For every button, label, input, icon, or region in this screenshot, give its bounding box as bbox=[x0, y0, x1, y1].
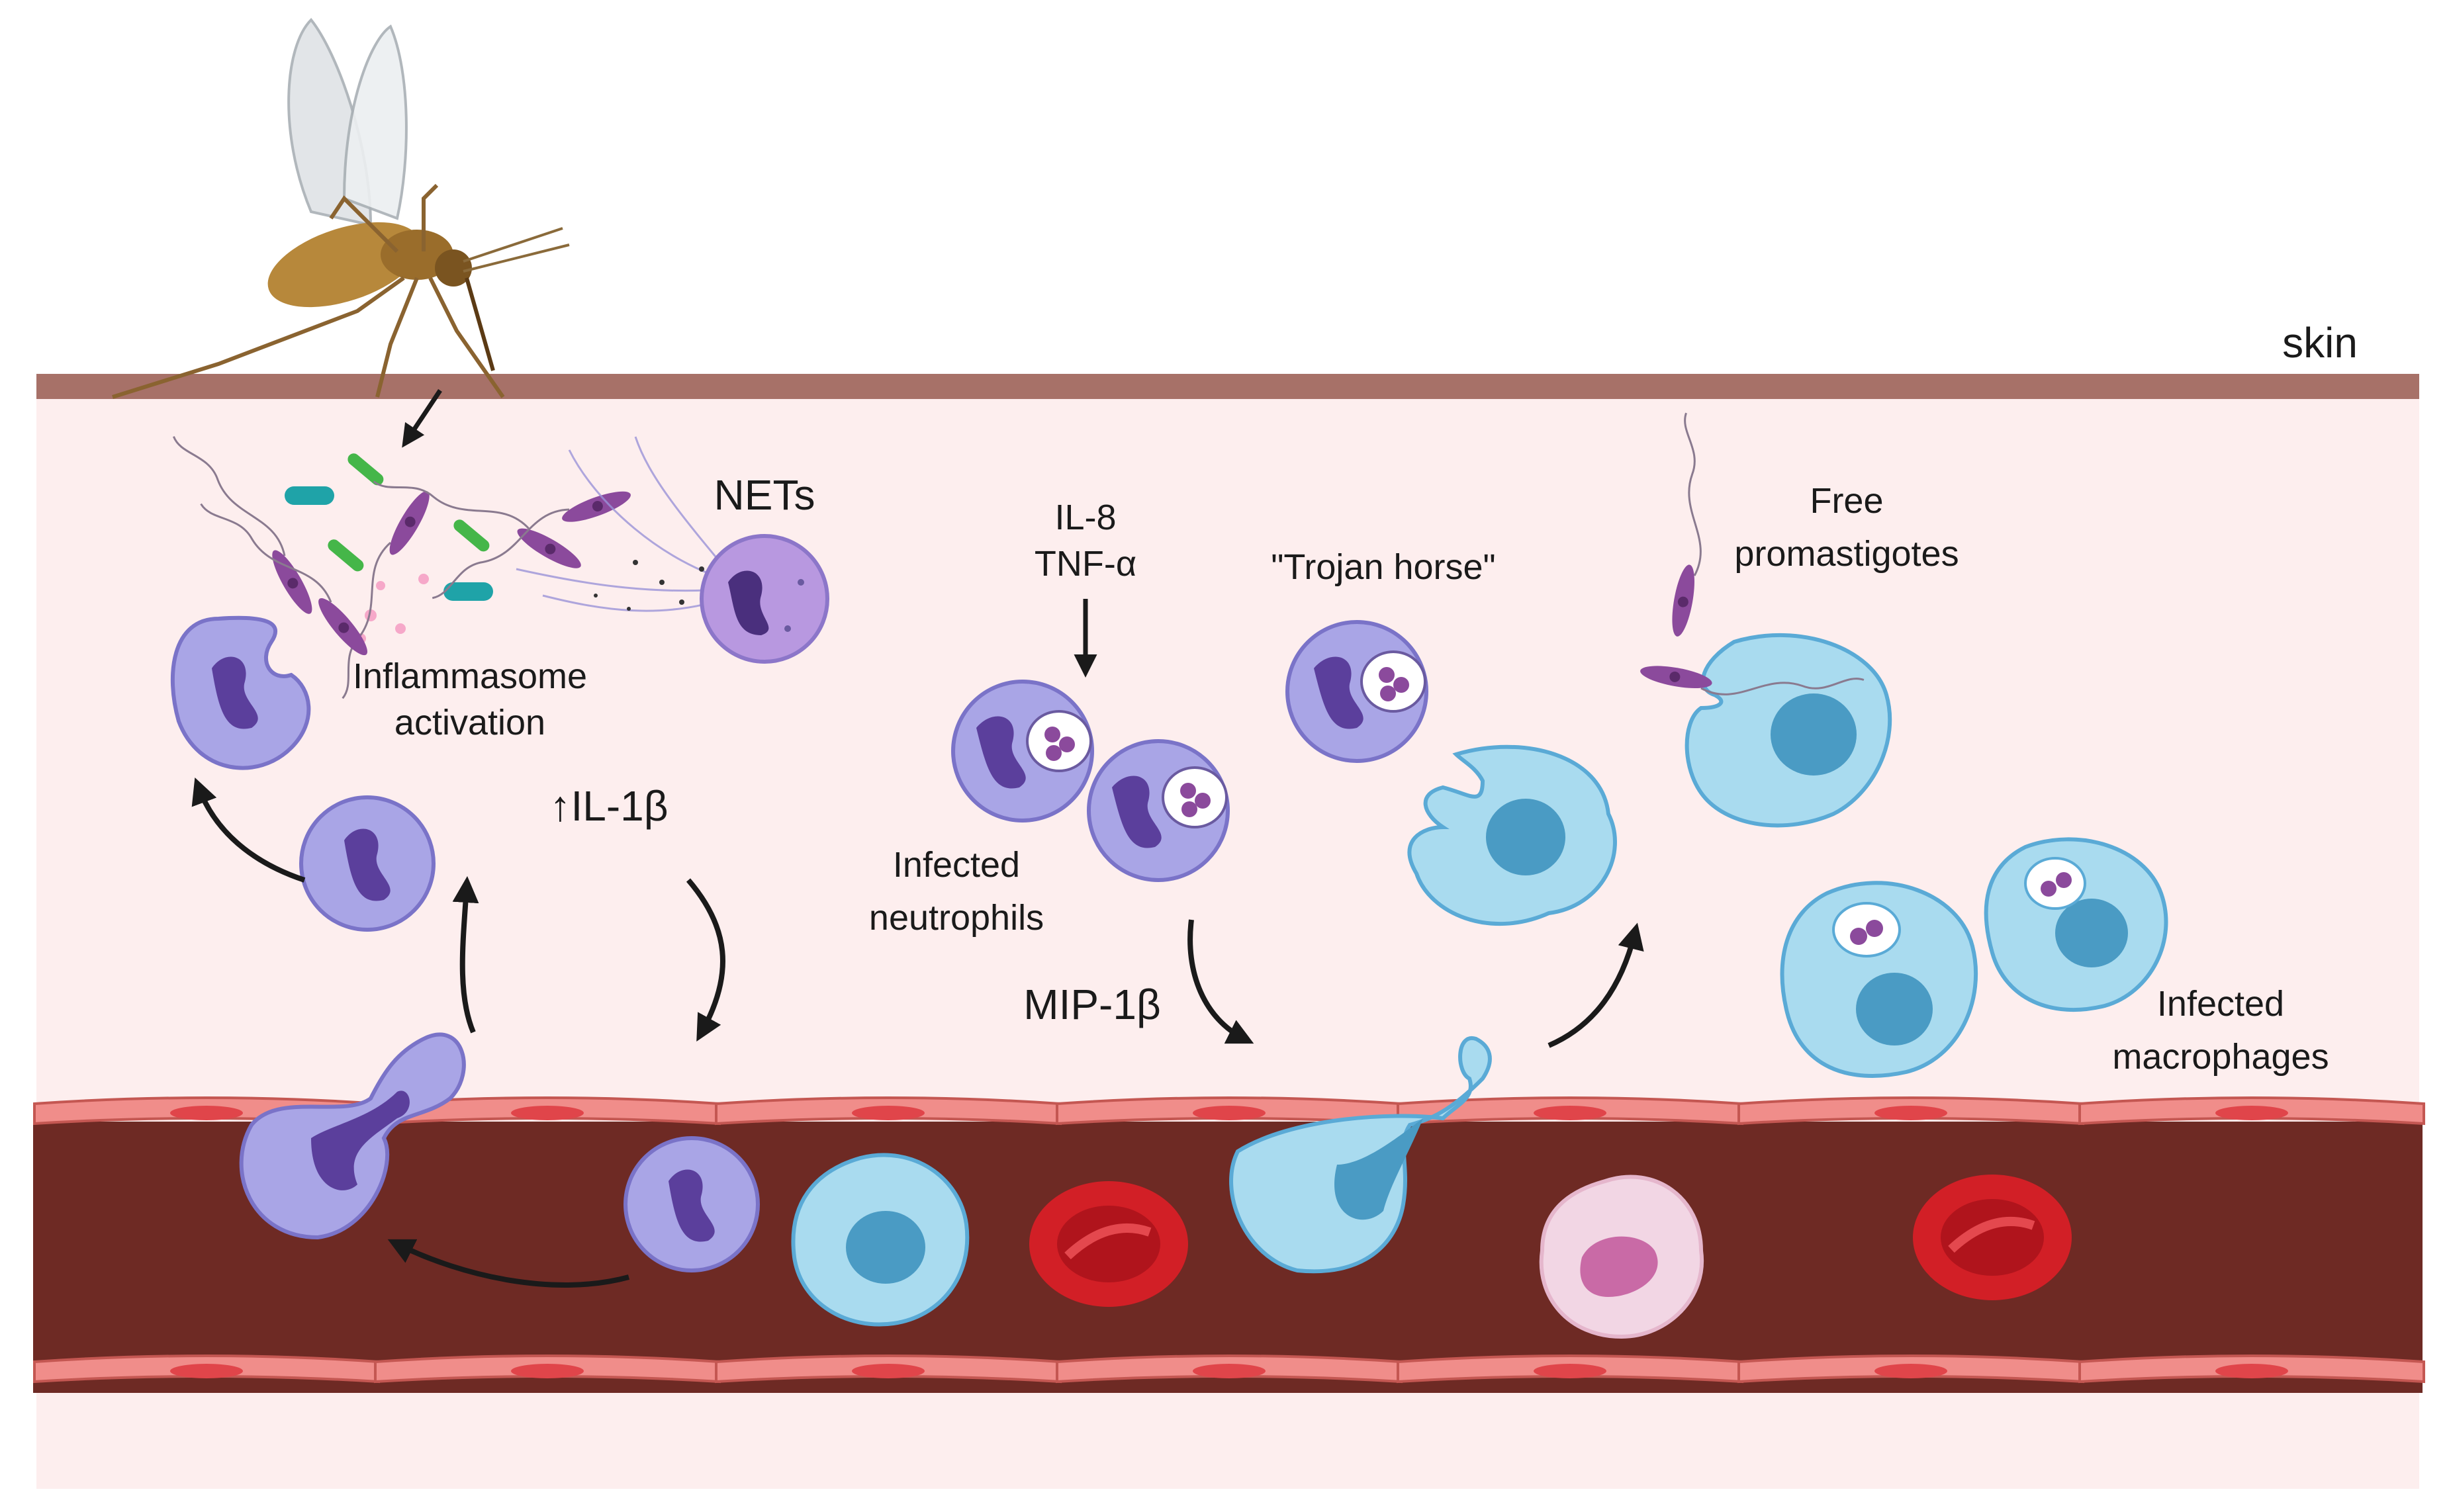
infected-macrophages-label-line1: Infected bbox=[2157, 984, 2284, 1024]
infected-neutrophils-label-line2: neutrophils bbox=[869, 898, 1044, 938]
skin-label: skin bbox=[2282, 319, 2358, 367]
skin-surface-band bbox=[36, 374, 2419, 399]
nets-label: NETs bbox=[714, 471, 815, 519]
inflammasome-label-line1: Inflammasome bbox=[353, 656, 587, 696]
macrophage-phagocytosing bbox=[1685, 633, 1892, 828]
arrow-macrophage-up bbox=[1548, 922, 1644, 1048]
tnfa-label: TNF-α bbox=[1035, 544, 1136, 584]
lymphocyte-in-blood bbox=[1539, 1175, 1704, 1339]
arrow-blood-to-vessel bbox=[387, 1239, 630, 1288]
arrow-il1b bbox=[686, 878, 725, 1042]
inflammasome-label-line2: activation bbox=[394, 703, 545, 742]
mosquito-icon bbox=[112, 18, 570, 399]
neutrophil-extravasating bbox=[239, 1032, 466, 1240]
neutrophil-migrating bbox=[299, 795, 436, 932]
il1b-label: ↑IL-1β bbox=[549, 782, 668, 830]
macrophage-extravasating bbox=[1229, 1036, 1492, 1274]
bite-arrow bbox=[402, 389, 442, 448]
free-promastigotes-label-line1: Free bbox=[1810, 481, 1883, 521]
endothelium-bottom bbox=[33, 1355, 2425, 1383]
net-releasing-neutrophil bbox=[516, 436, 829, 664]
red-blood-cell-2 bbox=[1913, 1175, 2072, 1300]
macrophage-engulfing bbox=[1407, 744, 1617, 926]
infected-neutrophil-2 bbox=[1087, 739, 1230, 882]
il8-label: IL-8 bbox=[1054, 498, 1116, 537]
trojan-horse-neutrophil bbox=[1285, 620, 1428, 763]
free-promastigotes-label-line2: promastigotes bbox=[1734, 534, 1959, 574]
red-blood-cell-1 bbox=[1029, 1181, 1188, 1307]
infected-neutrophils-label-line1: Infected bbox=[893, 845, 1020, 885]
infected-macrophages-label-line2: macrophages bbox=[2112, 1037, 2329, 1077]
neutrophil-inflammasome bbox=[170, 615, 311, 770]
infected-neutrophil-1 bbox=[951, 680, 1094, 823]
monocyte-in-blood bbox=[791, 1153, 970, 1327]
infected-macrophage-2 bbox=[1984, 837, 2168, 1012]
arrow-mip1b bbox=[1187, 919, 1254, 1044]
neutrophil-in-blood bbox=[624, 1136, 760, 1272]
infected-macrophage-1 bbox=[1780, 881, 1978, 1078]
arrow-to-inflammasome bbox=[191, 778, 306, 883]
mip1b-label: MIP-1β bbox=[1023, 981, 1161, 1028]
arrow-neutrophil-up bbox=[452, 876, 479, 1034]
trojan-horse-label: "Trojan horse" bbox=[1271, 547, 1495, 587]
